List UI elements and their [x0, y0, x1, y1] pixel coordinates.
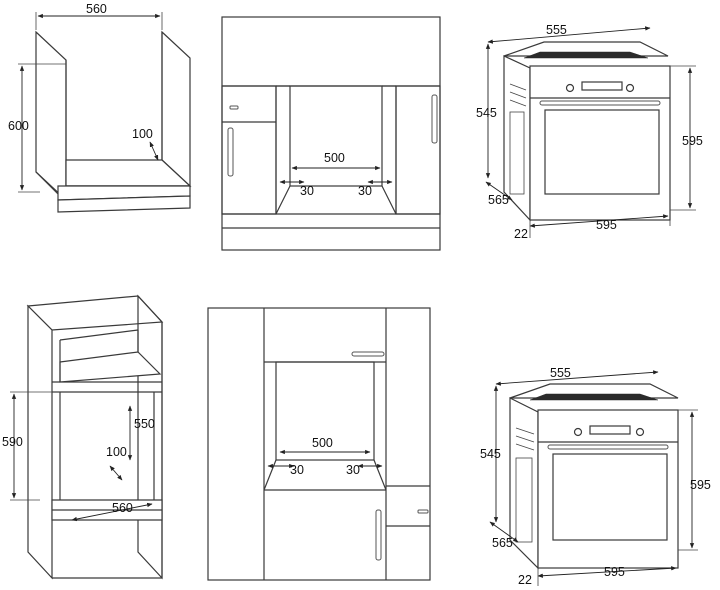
upper-cabinet-handle — [351, 351, 385, 357]
lower-cabinet-handle — [375, 509, 382, 561]
dim-c-depth: 565 — [488, 193, 509, 207]
dim-c-height: 595 — [682, 134, 703, 148]
dim-e-inner: 500 — [312, 436, 333, 450]
kitchen-undercounter-front: 500 30 30 — [221, 16, 441, 251]
dim-b-left: 30 — [300, 184, 314, 198]
dim-c-top: 555 — [546, 23, 567, 37]
dim-f-height: 595 — [690, 478, 711, 492]
dim-f-offset: 22 — [518, 573, 532, 587]
right-cabinet-handle — [431, 94, 438, 144]
oven-handle-2 — [547, 444, 669, 450]
dim-a-depth: 100 — [132, 127, 153, 141]
dim-d-depth: 100 — [106, 445, 127, 459]
dim-a-height: 600 — [8, 119, 29, 133]
cabinet-tall: 590 550 100 560 — [2, 294, 164, 580]
dim-e-left: 30 — [290, 463, 304, 477]
dim-f-side: 545 — [480, 447, 501, 461]
dim-c-side: 545 — [476, 106, 497, 120]
dim-d-inner: 550 — [134, 417, 155, 431]
dim-d-width: 560 — [112, 501, 133, 515]
oven-top: 555 545 595 565 595 22 — [476, 23, 703, 241]
kitchen-tall-front: 500 30 30 — [207, 307, 431, 581]
oven-window — [544, 109, 660, 195]
cabinet-undercounter: 560 600 100 — [8, 2, 192, 213]
dim-f-depth: 565 — [492, 536, 513, 550]
dim-a-width: 560 — [86, 2, 107, 16]
oven-handle — [539, 100, 661, 106]
dim-f-top: 555 — [550, 366, 571, 380]
dim-c-offset: 22 — [514, 227, 528, 241]
oven-bottom: 555 545 595 565 595 22 — [480, 366, 711, 587]
dim-b-right: 30 — [358, 184, 372, 198]
dim-e-right: 30 — [346, 463, 360, 477]
dim-d-height: 590 — [2, 435, 23, 449]
dim-f-width: 595 — [604, 565, 625, 579]
oven-window-2 — [552, 453, 668, 541]
dim-c-width: 595 — [596, 218, 617, 232]
left-cabinet-handle — [227, 127, 234, 177]
dim-b-inner: 500 — [324, 151, 345, 165]
